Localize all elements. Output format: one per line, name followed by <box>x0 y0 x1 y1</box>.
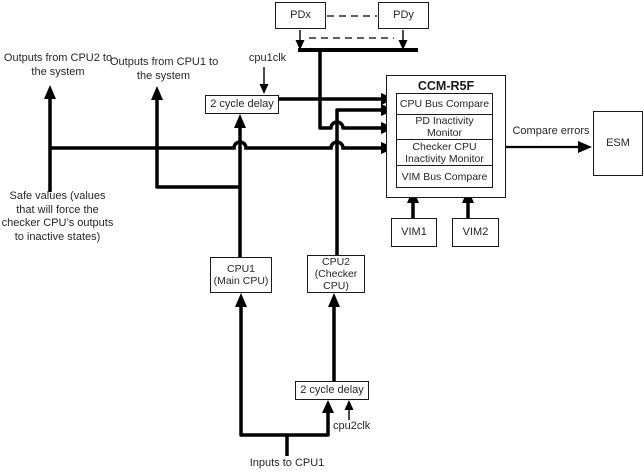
arrowhead-pdy-down <box>398 40 408 50</box>
vim1-block: VIM1 <box>391 218 437 247</box>
delay-bottom-block: 2 cycle delay <box>295 381 369 400</box>
pdy-label: PDy <box>393 9 414 21</box>
inputs-to-cpu1-label: Inputs to CPU1 <box>249 457 325 469</box>
ccm-row-cpu-bus-compare-label: CPU Bus Compare <box>399 98 490 110</box>
pdx-block: PDx <box>275 2 326 29</box>
ccm-row-checker-line2: Inactivity Monitor <box>405 152 484 165</box>
cpu2-line3: CPU) <box>323 280 349 292</box>
pdx-label: PDx <box>290 9 311 21</box>
ccm-row-vim-bus-compare: VIM Bus Compare <box>396 165 493 188</box>
cpu1-line2: (Main CPU) <box>213 275 269 287</box>
esm-label: ESM <box>606 137 630 149</box>
arrowhead-into-cpu1 <box>235 293 247 307</box>
delay-bottom-label: 2 cycle delay <box>300 384 364 396</box>
cpu2-block: CPU2 (Checker CPU) <box>307 255 365 293</box>
compare-errors-label: Compare errors <box>512 125 590 137</box>
connector-safe-values-horizontal <box>50 140 383 150</box>
arrowhead-into-cpu2 <box>328 293 340 307</box>
arrowhead-pdx-down <box>295 40 305 50</box>
arrowhead-into-delay-top <box>234 114 246 128</box>
arrowhead-outputs-cpu1 <box>151 86 163 100</box>
arrowhead-cpu2clk <box>344 400 354 410</box>
ccm-row-pd-inactivity-line2: Monitor <box>426 127 462 139</box>
ccm-row-vim-bus-compare-label: VIM Bus Compare <box>401 170 488 183</box>
vim2-label: VIM2 <box>462 226 489 238</box>
delay-top-label: 2 cycle delay <box>210 98 274 110</box>
cpu2-line1: CPU2 <box>321 256 350 268</box>
cpu2-line2: (Checker <box>314 268 358 280</box>
delay-top-block: 2 cycle delay <box>205 95 279 114</box>
outputs-from-cpu1-label: Outputs from CPU1 to the system <box>110 56 219 82</box>
cpu2clk-label: cpu2clk <box>333 420 371 432</box>
cpu1-block: CPU1 (Main CPU) <box>210 257 272 293</box>
cpu1clk-label: cpu1clk <box>248 52 287 64</box>
outputs-from-cpu2-label: Outputs from CPU2 to the system <box>3 52 113 78</box>
ccm-row-cpu-bus-compare: CPU Bus Compare <box>396 93 493 115</box>
esm-block: ESM <box>593 111 643 176</box>
arrowhead-into-delay-bottom <box>322 400 334 413</box>
ccm-row-pd-inactivity-monitor: PD Inactivity Monitor <box>396 114 493 140</box>
arrowhead-compare-errors <box>578 141 592 153</box>
vim1-label: VIM1 <box>401 226 427 238</box>
connector-inputs-routing <box>239 306 330 437</box>
ccm-row-pd-inactivity-line1: PD Inactivity <box>415 115 474 127</box>
ccm-r5f-title: CCM-R5F <box>417 79 475 93</box>
ccm-row-checker-cpu-inactivity-monitor: Checker CPU Inactivity Monitor <box>396 139 493 166</box>
arrowhead-outputs-cpu2 <box>44 85 56 99</box>
ccm-row-checker-line1: Checker CPU <box>412 140 477 153</box>
safe-values-label: Safe values (values that will force the … <box>1 190 114 243</box>
arrowhead-cpu1clk <box>259 84 269 94</box>
connector-cpu1-outputs-branch <box>155 100 240 189</box>
vim2-block: VIM2 <box>452 218 499 247</box>
pdy-block: PDy <box>378 2 429 29</box>
cpu1-line1: CPU1 <box>226 263 255 275</box>
connector-cpu2-to-cpu-bus-compare <box>335 108 383 255</box>
connector-pd-to-pd-monitor <box>318 52 383 130</box>
